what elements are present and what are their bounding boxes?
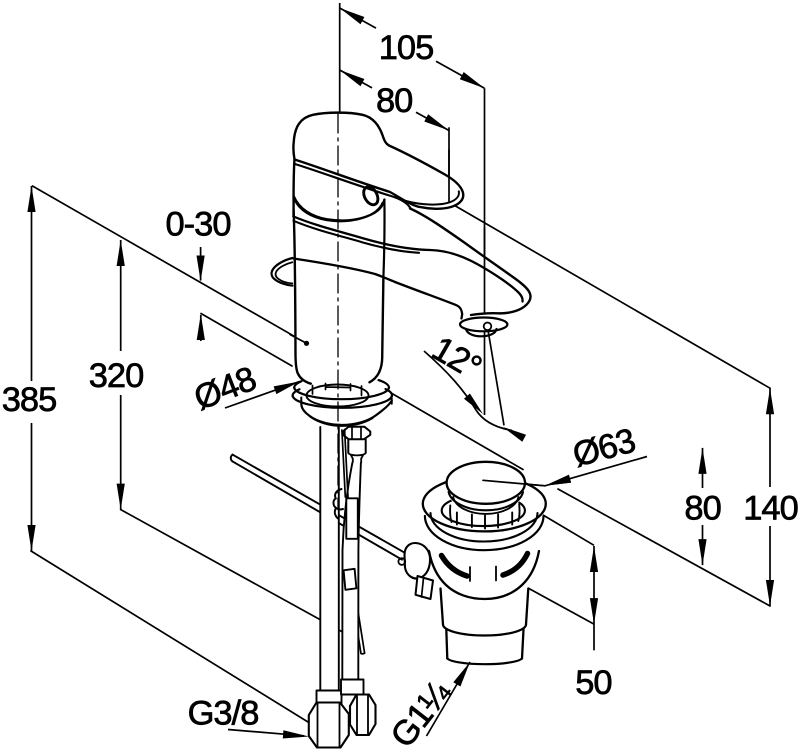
svg-text:0-30: 0-30: [165, 206, 230, 244]
svg-text:80: 80: [376, 82, 412, 120]
svg-text:140: 140: [743, 490, 798, 528]
svg-text:80: 80: [684, 490, 720, 528]
svg-text:385: 385: [2, 381, 57, 419]
svg-text:105: 105: [379, 29, 434, 67]
svg-text:320: 320: [89, 357, 144, 395]
svg-text:50: 50: [575, 664, 611, 702]
svg-text:G3/8: G3/8: [188, 695, 259, 733]
